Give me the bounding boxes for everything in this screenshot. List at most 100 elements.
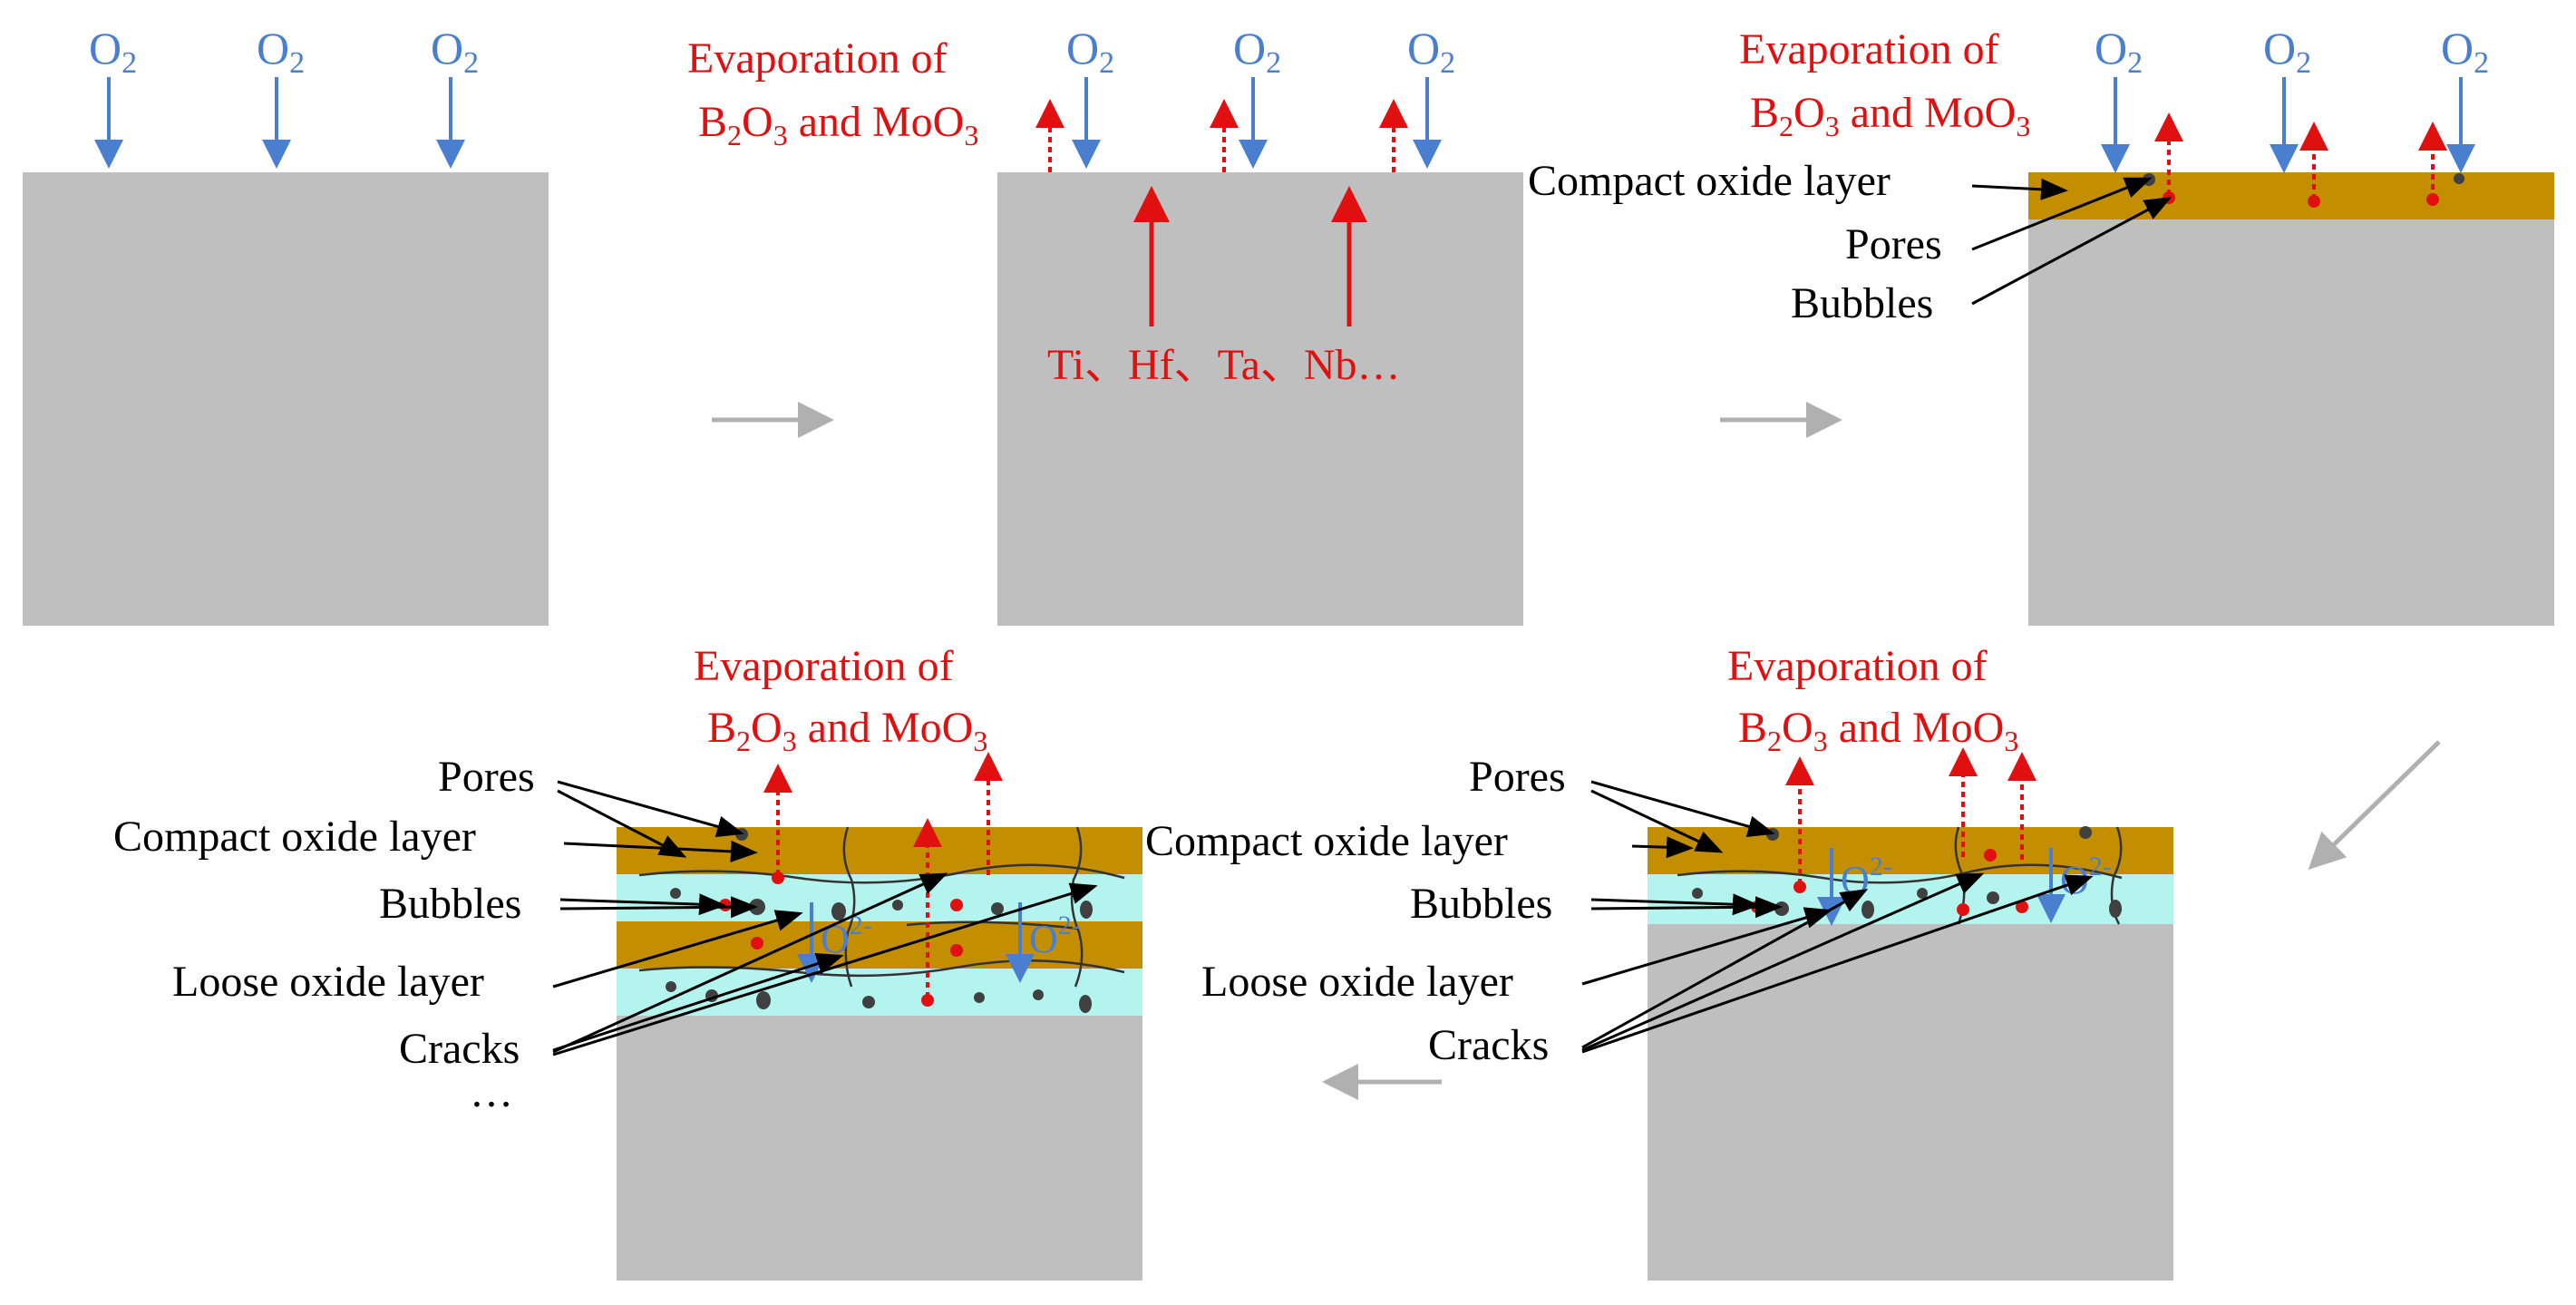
pore — [1033, 989, 1044, 1000]
pore — [1917, 888, 1928, 899]
pores-label: Pores — [1845, 220, 1942, 268]
pointer-line — [559, 893, 726, 916]
svg-text:Evaporation of: Evaporation of — [1739, 25, 1999, 73]
oxygen-label: O2 — [2263, 23, 2311, 80]
pores-label: Pores — [1469, 753, 1566, 801]
panel-5-loose-layer: Evaporation of B2O3 and MoO3 O2- O2- Por… — [1145, 642, 2173, 1281]
evaporation-label: Evaporation of B2O3 and MoO3 — [1739, 25, 2030, 142]
compact-oxide-label: Compact oxide layer — [1145, 817, 1508, 865]
pore — [756, 991, 771, 1009]
pointer-line — [1590, 893, 1760, 916]
cracks-label: Cracks — [399, 1025, 520, 1073]
pointer-line — [1581, 889, 1869, 1049]
oxygen-label: O2 — [431, 23, 479, 80]
pointer-line — [1581, 874, 2094, 1054]
crack — [1070, 826, 1084, 988]
oxygen-label: O2 — [2095, 23, 2143, 80]
pore — [670, 888, 681, 899]
bubble — [772, 872, 784, 884]
panel-2-evaporation: Evaporation of B2O3 and MoO3 O2 O2 O2 Ti… — [687, 23, 1523, 626]
oxygen-label: O2 — [1407, 23, 1455, 80]
svg-text:B2O3 and MoO3: B2O3 and MoO3 — [707, 704, 987, 757]
svg-text:O2: O2 — [257, 23, 305, 80]
diffusing-elements-label: Ti、Hf、Ta、Nb… — [1047, 341, 1401, 389]
bubble — [2016, 901, 2028, 913]
pore — [1862, 901, 1874, 919]
bubbles-label: Bubbles — [1791, 279, 1933, 327]
svg-text:Evaporation of: Evaporation of — [687, 34, 948, 83]
oxygen-label: O2 — [2441, 23, 2489, 80]
pointer-line — [552, 872, 948, 1054]
panel-3-compact-layer: Evaporation of B2O3 and MoO3 O2 O2 O2 Co… — [1528, 23, 2554, 626]
ellipsis: … — [470, 1068, 513, 1116]
pointer-line — [1971, 178, 2068, 200]
pointer-line — [557, 780, 744, 838]
crack — [638, 863, 1125, 884]
crack — [1677, 863, 2123, 884]
bubble — [719, 899, 732, 911]
pointer-line — [559, 896, 758, 919]
pointer-line — [552, 882, 1098, 1057]
process-arrow — [2308, 740, 2441, 870]
pointer-line — [552, 910, 803, 988]
pointer-line — [1590, 780, 1775, 837]
pore — [735, 828, 748, 841]
pointer-line — [1590, 896, 1783, 919]
pointer-line — [1631, 836, 1694, 859]
oxygen-label: O2 — [1066, 23, 1114, 80]
bubble — [950, 944, 963, 957]
pore — [892, 900, 903, 911]
pore — [1079, 995, 1092, 1013]
pore — [1080, 901, 1093, 919]
oxygen-label: O2 — [257, 23, 305, 80]
svg-text:O2: O2 — [1233, 23, 1281, 80]
pointer-line — [552, 953, 844, 1052]
pointer-line — [1590, 789, 1724, 853]
pore — [666, 981, 676, 992]
crack — [638, 959, 1125, 978]
compact-oxide-layer — [2028, 172, 2554, 219]
bubble — [950, 899, 963, 911]
bubble — [2426, 193, 2439, 206]
svg-text:B2O3 and MoO3: B2O3 and MoO3 — [698, 98, 978, 151]
pore — [1692, 888, 1703, 899]
pore — [2454, 173, 2464, 184]
evaporation-label: Evaporation of B2O3 and MoO3 — [1727, 642, 2018, 757]
svg-text:O2: O2 — [1066, 23, 1114, 80]
pointer-line — [563, 840, 758, 862]
bubbles-label: Bubbles — [1410, 880, 1552, 928]
pore — [1987, 891, 1999, 904]
svg-text:O2: O2 — [2095, 23, 2143, 80]
pore — [991, 902, 1004, 915]
oxygen-label: O2 — [89, 23, 137, 80]
svg-text:Evaporation of: Evaporation of — [1727, 642, 1988, 690]
substrate — [23, 172, 549, 626]
loose-oxide-label: Loose oxide layer — [172, 958, 484, 1006]
svg-text:B2O3 and MoO3: B2O3 and MoO3 — [1738, 704, 2018, 757]
svg-text:O2: O2 — [1407, 23, 1455, 80]
pointer-line — [1581, 872, 1985, 1052]
compact-oxide-label: Compact oxide layer — [1528, 157, 1891, 205]
bubbles-label: Bubbles — [379, 880, 521, 928]
pointer-line — [1971, 177, 2153, 251]
pore — [2109, 900, 2122, 918]
oxygen-label: O2 — [1233, 23, 1281, 80]
bubble — [1793, 881, 1806, 893]
bubble — [1957, 903, 1969, 916]
cracks-label: Cracks — [1428, 1021, 1549, 1069]
pore — [1774, 901, 1789, 916]
pointer-line — [557, 789, 687, 858]
pointer-line — [1581, 907, 1832, 986]
pore — [862, 996, 875, 1008]
substrate — [997, 172, 1523, 626]
bubble — [2308, 195, 2320, 208]
bubble — [1984, 849, 1997, 862]
panel-1-initial: O2 O2 O2 — [23, 23, 549, 626]
evaporation-label: Evaporation of B2O3 and MoO3 — [694, 642, 987, 757]
pore — [2079, 826, 2092, 839]
svg-text:B2O3 and MoO3: B2O3 and MoO3 — [1750, 89, 2030, 142]
svg-text:Evaporation of: Evaporation of — [694, 642, 954, 690]
pointer-line — [1971, 197, 2173, 306]
substrate — [2028, 172, 2554, 626]
